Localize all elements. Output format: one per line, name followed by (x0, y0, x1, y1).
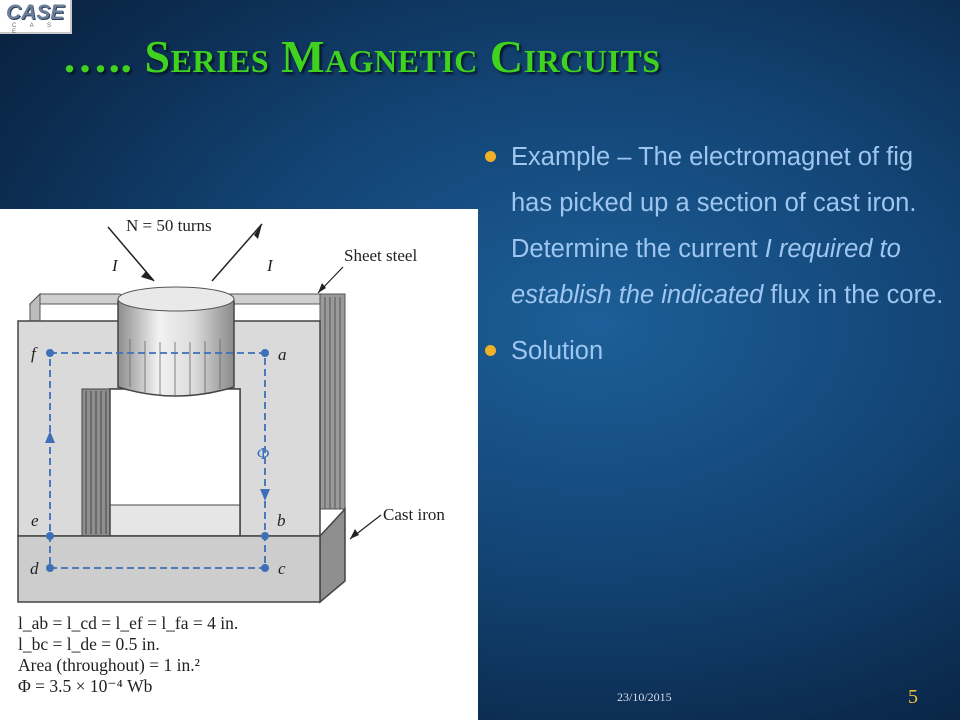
bullet-example-end: flux in the core. (763, 281, 944, 309)
point-e-label: e (31, 511, 39, 530)
bullet-solution: Solution (484, 328, 946, 374)
point-a-label: a (278, 345, 287, 364)
coil (117, 286, 235, 397)
point-b-label: b (277, 511, 286, 530)
point-d-label: d (30, 559, 39, 578)
bullet-example-text: Example – The electromagnet of fig has p… (511, 143, 917, 263)
cast-iron-block (17, 507, 346, 604)
slide-title: ….. Series Magnetic Circuits (62, 31, 661, 82)
cast-iron-label: Cast iron (383, 505, 445, 524)
current-label-left: I (111, 256, 119, 275)
logo-text: CASE (6, 1, 65, 24)
turns-label: N = 50 turns (126, 216, 212, 235)
flux-arrow-down (260, 489, 270, 501)
footer-date: 23/10/2015 (617, 690, 672, 704)
page-number: 5 (908, 686, 918, 708)
flux-symbol: Φ (257, 444, 269, 463)
flux-arrow-up (45, 431, 55, 443)
sheet-steel-label: Sheet steel (344, 246, 417, 265)
formula-block: l_ab = l_cd = l_ef = l_fa = 4 in. l_bc =… (18, 613, 239, 696)
formula-lengths: l_ab = l_cd = l_ef = l_fa = 4 in. (18, 613, 239, 633)
bullet-example: Example – The electromagnet of fig has p… (484, 134, 946, 318)
formula-flux: Φ = 3.5 × 10⁻⁴ Wb (18, 676, 153, 696)
point-f-label: f (31, 344, 38, 363)
coil-leads (107, 223, 263, 282)
formula-gap-lengths: l_bc = l_de = 0.5 in. (18, 634, 160, 654)
electromagnet-diagram: N = 50 turns I I Sheet steel Cast iron Φ… (17, 216, 445, 696)
point-c-label: c (278, 559, 286, 578)
current-label-right: I (266, 256, 274, 275)
core-window (81, 388, 241, 537)
formula-area: Area (throughout) = 1 in.² (18, 655, 200, 675)
case-logo: CASE C A S E (0, 0, 72, 35)
electromagnet-figure: N = 50 turns I I Sheet steel Cast iron Φ… (0, 209, 478, 720)
flux-path (45, 349, 270, 572)
bullet-list: Example – The electromagnet of fig has p… (484, 134, 946, 374)
logo-subtext: C A S E (12, 23, 58, 35)
bullet-example-italic: I required to establish the indicated (511, 235, 901, 309)
